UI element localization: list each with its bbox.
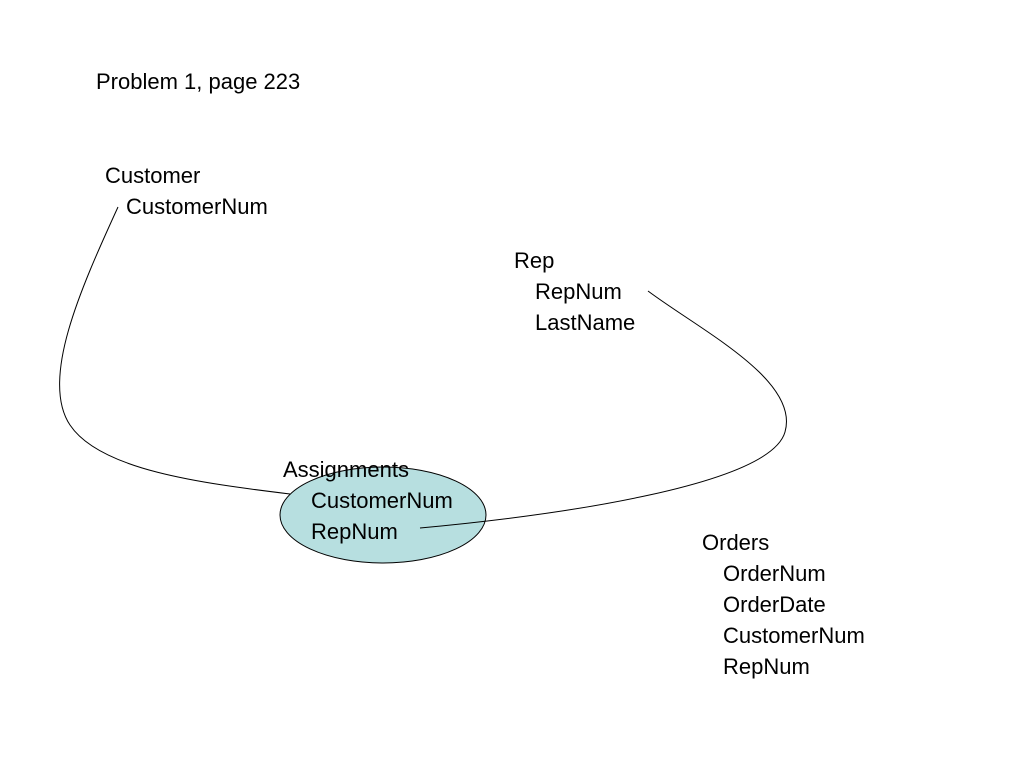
entity-assignments: Assignments CustomerNum RepNum bbox=[283, 454, 453, 547]
entity-rep: Rep RepNum LastName bbox=[514, 245, 635, 338]
entity-attribute: CustomerNum bbox=[126, 194, 268, 219]
entity-orders: Orders OrderNum OrderDate CustomerNum Re… bbox=[702, 527, 865, 682]
rep-to-assignments-line bbox=[419, 290, 788, 529]
entity-attribute: OrderDate bbox=[723, 592, 826, 617]
slide-title: Problem 1, page 223 bbox=[96, 69, 301, 94]
assignments-highlight-ellipse bbox=[279, 466, 487, 564]
entity-name: Rep bbox=[514, 248, 555, 273]
entity-attribute: LastName bbox=[535, 310, 636, 335]
entity-attribute: OrderNum bbox=[723, 561, 826, 586]
entity-attribute: CustomerNum bbox=[723, 623, 865, 648]
entity-attribute: CustomerNum bbox=[311, 488, 453, 513]
entity-name: Customer bbox=[105, 163, 201, 188]
entity-name: Assignments bbox=[283, 457, 409, 482]
entity-attribute: RepNum bbox=[723, 654, 810, 679]
entity-name: Orders bbox=[702, 530, 770, 555]
entity-attribute: RepNum bbox=[535, 279, 622, 304]
entity-customer: Customer CustomerNum bbox=[105, 160, 268, 222]
customer-to-assignments-line bbox=[59, 206, 291, 495]
entity-attribute: RepNum bbox=[311, 519, 398, 544]
